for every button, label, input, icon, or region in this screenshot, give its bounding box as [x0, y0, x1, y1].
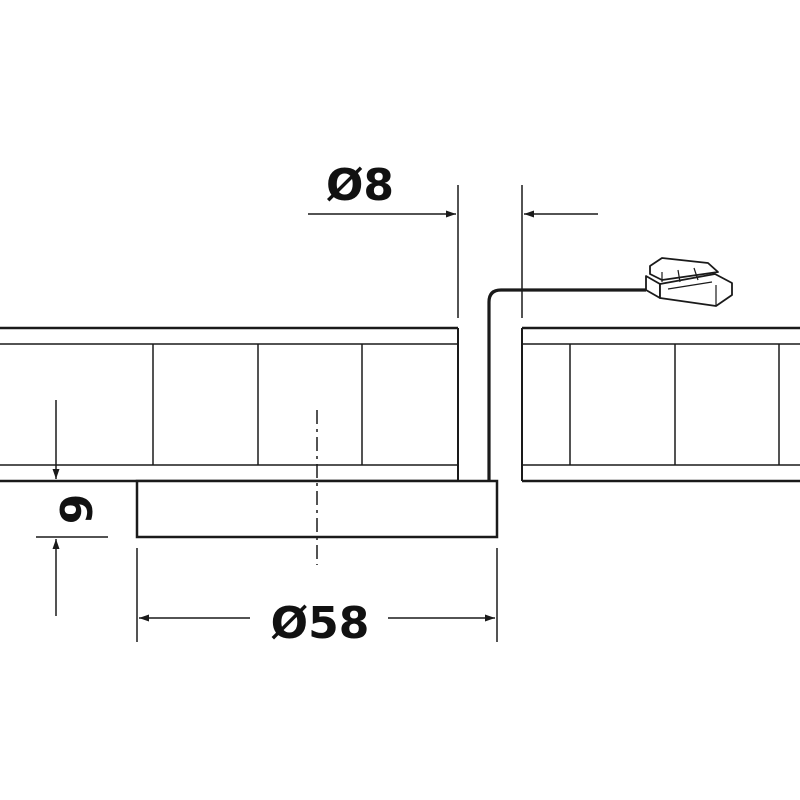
cable-hole — [457, 328, 523, 481]
dimension-light-diameter — [136, 548, 498, 642]
dimension-label-hole: Ø8 — [326, 160, 394, 211]
dimension-light-height — [36, 400, 128, 616]
cable — [487, 288, 646, 481]
dimension-hole-diameter — [308, 185, 598, 318]
dimension-label-height: 6 — [49, 494, 100, 525]
board-right — [522, 326, 800, 483]
dimension-label-light: Ø58 — [271, 598, 370, 649]
board-left — [0, 326, 458, 483]
connector-icon — [645, 257, 733, 307]
